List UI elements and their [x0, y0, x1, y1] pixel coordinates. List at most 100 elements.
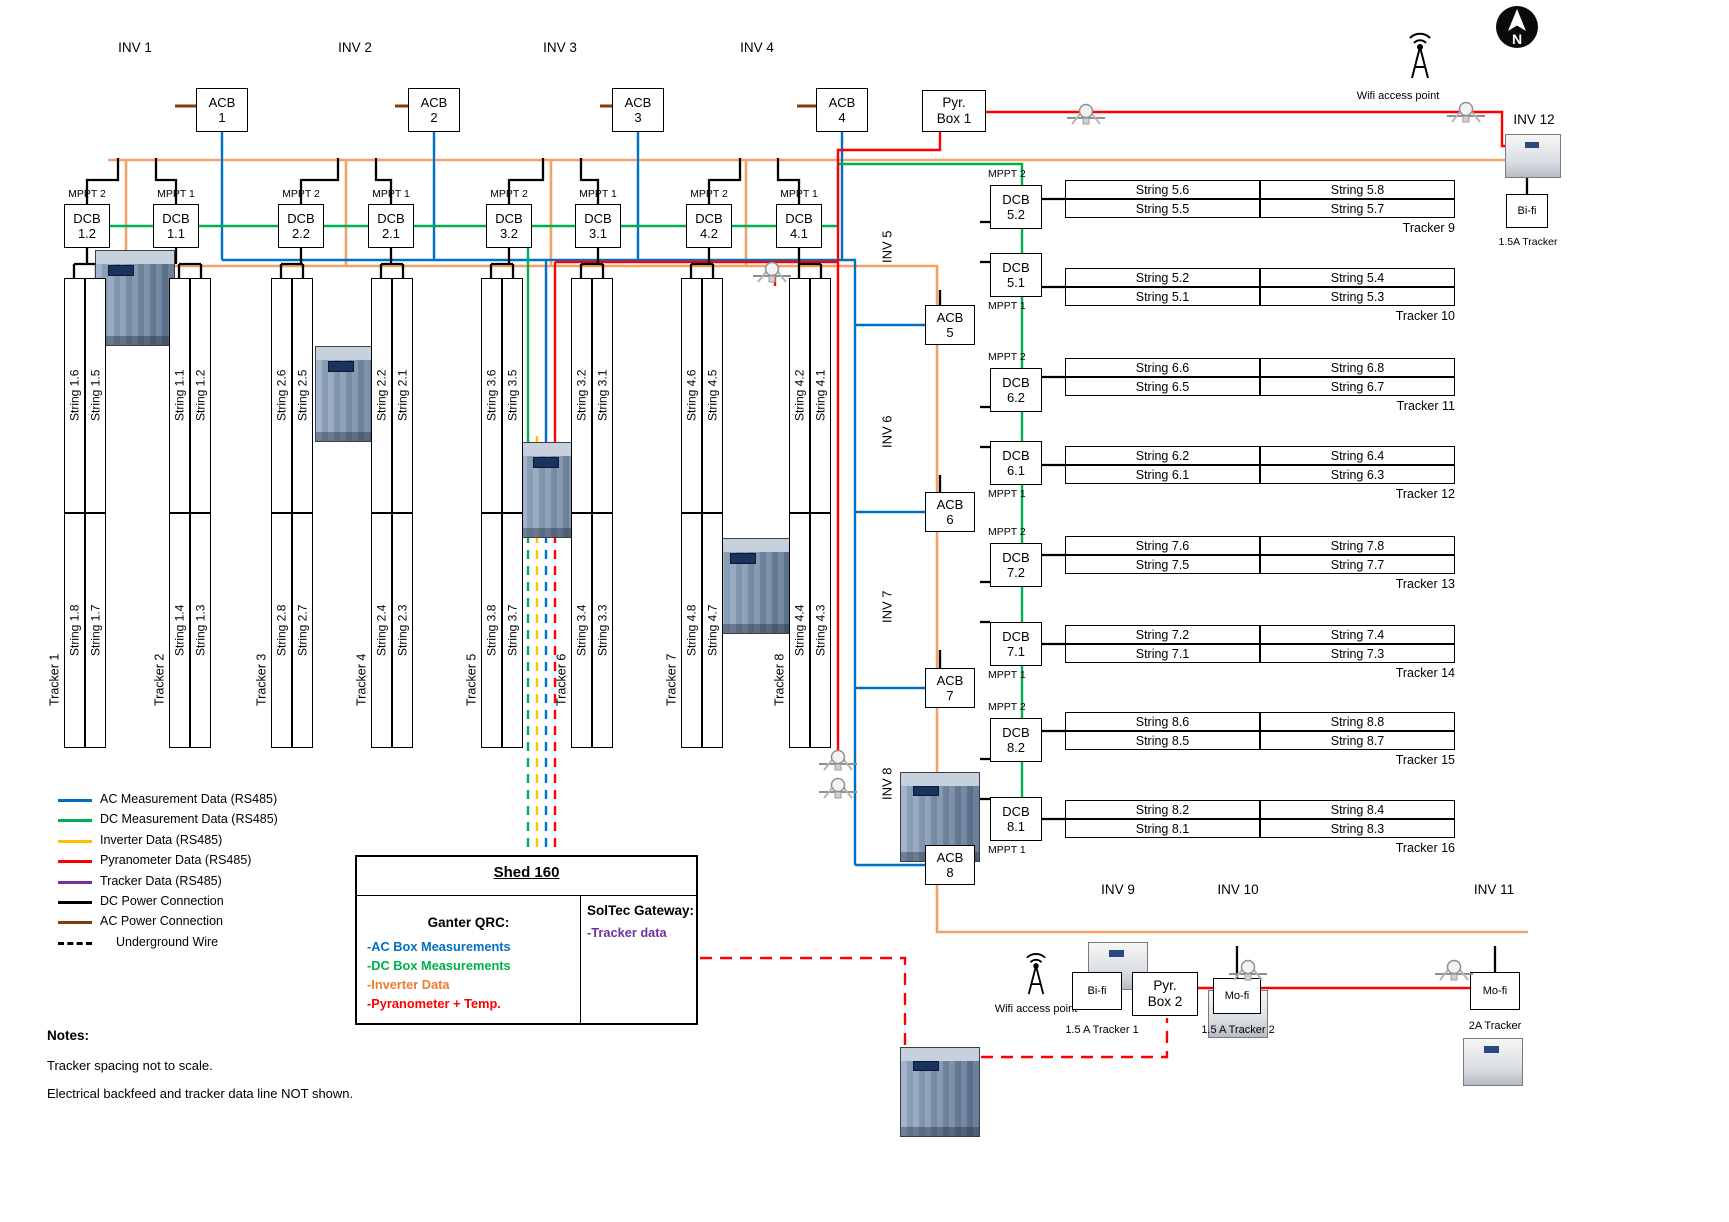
string-cell: String 7.4 [1260, 625, 1455, 644]
string-cell: String 2.1 [392, 278, 413, 513]
acb-line1: ACB [420, 94, 448, 110]
legend-swatch [58, 921, 92, 925]
wire [85, 158, 120, 204]
string-cell: String 8.5 [1065, 731, 1260, 750]
string-cell: String 6.3 [1260, 465, 1455, 484]
dcb-line1: DCB [1002, 724, 1030, 740]
string-cell: String 8.3 [1260, 819, 1455, 838]
dcb-line1: DCB [377, 210, 405, 226]
inverter-label-inv10: INV 10 [1217, 882, 1259, 897]
legend-swatch [58, 799, 92, 802]
string-cell: String 5.2 [1065, 268, 1260, 287]
tracker-label: Tracker 3 [254, 653, 269, 707]
bifi-label: Bi-fi [1087, 984, 1107, 997]
string-cell: String 3.5 [502, 278, 523, 513]
dcb-line2: 3.2 [499, 226, 519, 241]
string-cell: String 4.1 [810, 278, 831, 513]
string-cell: String 6.5 [1065, 377, 1260, 396]
wire [507, 158, 545, 204]
tracker-table-label: Tracker 12 [1395, 487, 1455, 501]
inv9-caption: 1.5 A Tracker 1 [1065, 1024, 1139, 1036]
string-cell: String 2.6 [271, 278, 292, 513]
dcb-line2: 6.2 [1006, 390, 1026, 405]
inverter-label-inv11: INV 11 [1473, 882, 1515, 897]
inverter-label: INV 3 [543, 40, 577, 55]
inverter-label: INV 8 [879, 767, 895, 801]
inverter-label: INV 2 [338, 40, 372, 55]
string-cell: String 8.7 [1260, 731, 1455, 750]
string-cell: String 4.2 [789, 278, 810, 513]
string-cell: String 7.6 [1065, 536, 1260, 555]
wire [374, 158, 393, 204]
string-cell: String 4.5 [702, 278, 723, 513]
mofi-label: Mo-fi [1482, 984, 1508, 997]
inv11-caption: 2A Tracker [1468, 1020, 1522, 1032]
acb-line2: 5 [946, 325, 954, 340]
mppt-label: MPPT 1 [780, 188, 818, 200]
mppt-label: MPPT 1 [988, 488, 1026, 500]
acb-line1: ACB [936, 672, 964, 688]
string-cell: String 1.1 [169, 278, 190, 513]
wire [707, 158, 742, 204]
dcb-line1: DCB [695, 210, 723, 226]
legend-swatch [58, 839, 92, 843]
inverter-image [900, 1047, 980, 1137]
tracker-label: Tracker 4 [354, 653, 369, 707]
shed-right-title: SolTec Gateway: [587, 903, 695, 918]
legend-swatch [58, 880, 92, 884]
acb-line2: 1 [218, 110, 226, 125]
dcb-line2: 7.2 [1006, 565, 1026, 580]
string-cell: String 4.6 [681, 278, 702, 513]
string-cell: String 1.5 [85, 278, 106, 513]
dcb-line1: DCB [1002, 803, 1030, 819]
pyr-box-1-line2: Box 1 [936, 111, 972, 126]
wifi-access-point-label: Wifi access point [994, 1003, 1078, 1015]
string-cell: String 5.8 [1260, 180, 1455, 199]
inverter-label: INV 1 [118, 40, 152, 55]
note-line: Tracker spacing not to scale. [47, 1058, 213, 1073]
dcb-line2: 1.2 [77, 226, 97, 241]
wire [776, 158, 801, 204]
acb-line1: ACB [936, 309, 964, 325]
string-cell: String 1.7 [85, 513, 106, 748]
string-cell: String 6.2 [1065, 446, 1260, 465]
string-cell: String 4.3 [810, 513, 831, 748]
string-cell: String 6.4 [1260, 446, 1455, 465]
wire [299, 158, 340, 204]
string-cell: String 3.7 [502, 513, 523, 748]
dcb-line1: DCB [73, 210, 101, 226]
pyranometer-sensor-icon [752, 258, 792, 291]
string-cell: String 2.3 [392, 513, 413, 748]
mppt-label: MPPT 1 [988, 300, 1026, 312]
dcb-line1: DCB [1002, 447, 1030, 463]
string-cell: String 3.6 [481, 278, 502, 513]
tracker-label: Tracker 2 [152, 653, 167, 707]
string-cell: String 3.2 [571, 278, 592, 513]
legend-swatch [58, 901, 92, 904]
dcb-line2: 5.1 [1006, 275, 1026, 290]
tracker-label: Tracker 8 [772, 653, 787, 707]
string-cell: String 3.3 [592, 513, 613, 748]
shed-item: -Inverter Data [367, 977, 450, 992]
svg-text:N: N [1512, 31, 1522, 47]
string-cell: String 2.8 [271, 513, 292, 748]
inverter-label-inv9: INV 9 [1101, 882, 1135, 897]
dcb-line2: 4.2 [699, 226, 719, 241]
mppt-label: MPPT 1 [988, 669, 1026, 681]
shed-box: Shed 160 Ganter QRC: -AC Box Measurement… [355, 855, 698, 1025]
